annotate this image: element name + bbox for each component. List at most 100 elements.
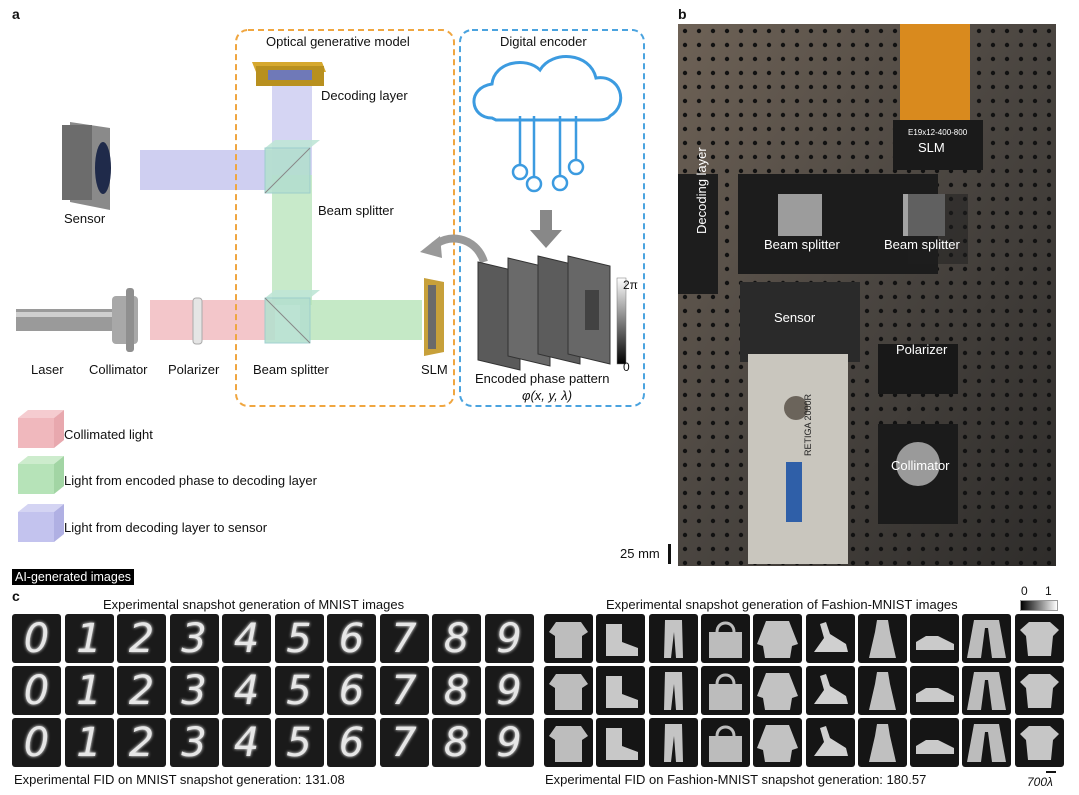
fashion-item-tile bbox=[910, 614, 960, 663]
ai-generated-badge: AI-generated images bbox=[12, 569, 135, 585]
pixel-scale-bar bbox=[1046, 771, 1056, 773]
boot-icon bbox=[606, 676, 639, 708]
mnist-digit-glyph: 4 bbox=[233, 667, 260, 714]
mnist-digit-glyph: 3 bbox=[181, 615, 207, 662]
mnist-digit-tile: 5 bbox=[274, 666, 324, 715]
photo-background bbox=[678, 24, 1056, 566]
mnist-digit-glyph: 5 bbox=[286, 615, 312, 662]
photo-polarizer-label: Polarizer bbox=[896, 342, 948, 357]
mnist-digit-glyph: 7 bbox=[391, 667, 417, 714]
digital-encoder-title: Digital encoder bbox=[500, 34, 587, 49]
sneaker-icon bbox=[916, 636, 955, 650]
legend-encoded-light: Light from encoded phase to decoding lay… bbox=[64, 473, 317, 488]
fashion-item-tile bbox=[648, 666, 698, 715]
trouser-icon bbox=[663, 724, 683, 762]
mnist-digit-glyph: 5 bbox=[286, 719, 312, 766]
phase-scale-min: 0 bbox=[623, 360, 630, 374]
mnist-digit-tile: 2 bbox=[117, 718, 166, 767]
pullover-icon bbox=[757, 621, 799, 658]
coat-icon bbox=[967, 620, 1007, 658]
mnist-digit-glyph: 1 bbox=[76, 667, 102, 714]
mnist-digit-glyph: 1 bbox=[76, 719, 102, 766]
laser-label: Laser bbox=[31, 362, 64, 377]
legend-collimated-light: Collimated light bbox=[64, 427, 153, 442]
photo-scale-bar-label: 25 mm bbox=[620, 546, 660, 561]
fashion-item-tile bbox=[805, 718, 855, 767]
fashion-fid-text: Experimental FID on Fashion-MNIST snapsh… bbox=[545, 772, 927, 787]
fashion-item-tile bbox=[962, 718, 1012, 767]
mnist-digit-tile: 7 bbox=[379, 718, 429, 767]
mnist-digit-glyph: 9 bbox=[496, 615, 522, 662]
bag-icon bbox=[708, 725, 742, 762]
polarizer-label: Polarizer bbox=[168, 362, 220, 377]
fashion-item-tile bbox=[753, 718, 803, 767]
boot-icon bbox=[606, 728, 639, 760]
beam-splitter-top-label: Beam splitter bbox=[318, 203, 394, 218]
mnist-digit-glyph: 6 bbox=[338, 667, 365, 714]
pullover-icon bbox=[757, 725, 799, 762]
photo-sensor-label: Sensor bbox=[774, 310, 816, 325]
intensity-colorbar bbox=[1020, 600, 1058, 611]
panel-label-b: b bbox=[678, 6, 687, 22]
fashion-item-tile bbox=[753, 614, 803, 663]
mnist-digit-glyph: 6 bbox=[338, 615, 365, 662]
boot-icon bbox=[606, 624, 639, 656]
mnist-digit-glyph: 6 bbox=[338, 719, 365, 766]
fashion-item-tile bbox=[596, 614, 646, 663]
coat-icon bbox=[967, 672, 1007, 710]
mnist-digit-tile: 8 bbox=[432, 666, 481, 715]
colorbar-min-label: 0 bbox=[1021, 584, 1028, 598]
mnist-digit-glyph: 8 bbox=[443, 667, 470, 714]
mnist-digit-glyph: 2 bbox=[128, 615, 155, 662]
mnist-digit-tile: 0 bbox=[12, 614, 61, 663]
colorbar-max-label: 1 bbox=[1045, 584, 1052, 598]
fashion-item-tile bbox=[1014, 718, 1064, 767]
fashion-item-tile bbox=[700, 614, 750, 663]
phase-pattern-caption: Encoded phase pattern bbox=[475, 371, 610, 386]
fashion-item-tile bbox=[857, 614, 907, 663]
photo-decoding-layer-label: Decoding layer bbox=[694, 147, 709, 234]
shirt-icon bbox=[549, 674, 588, 710]
fashion-item-tile bbox=[596, 718, 646, 767]
mnist-digit-tile: 5 bbox=[274, 614, 324, 663]
mnist-digit-glyph: 4 bbox=[233, 615, 260, 662]
phase-formula: φ(x, y, λ) bbox=[522, 388, 573, 403]
bag-icon bbox=[708, 673, 742, 710]
sandal-icon bbox=[813, 622, 848, 652]
mnist-digit-glyph: 2 bbox=[128, 667, 155, 714]
mnist-digit-tile: 3 bbox=[169, 614, 219, 663]
mnist-digit-glyph: 0 bbox=[23, 719, 50, 766]
mnist-digit-tile: 9 bbox=[484, 718, 534, 767]
mnist-digit-tile: 1 bbox=[64, 614, 114, 663]
mnist-digit-tile: 0 bbox=[12, 666, 61, 715]
mnist-digit-glyph: 3 bbox=[181, 719, 207, 766]
fashion-item-tile bbox=[753, 666, 803, 715]
mnist-digit-tile: 9 bbox=[484, 666, 534, 715]
fashion-item-tile bbox=[1014, 614, 1064, 663]
mnist-fid-text: Experimental FID on MNIST snapshot gener… bbox=[14, 772, 345, 787]
photo-slm-label: SLM bbox=[918, 140, 945, 155]
tshirt-icon bbox=[1019, 622, 1059, 656]
panel-label-c: c bbox=[12, 588, 20, 604]
mnist-digit-glyph: 8 bbox=[443, 719, 470, 766]
fashion-item-tile bbox=[1014, 666, 1064, 715]
mnist-digit-glyph: 4 bbox=[233, 719, 260, 766]
mnist-digit-tile: 9 bbox=[484, 614, 534, 663]
pixel-scale-label: 700λ bbox=[1027, 775, 1053, 789]
pullover-icon bbox=[757, 673, 799, 710]
mnist-digit-glyph: 9 bbox=[496, 667, 522, 714]
photo-beam-splitter-2-label: Beam splitter bbox=[884, 237, 960, 252]
dress-icon bbox=[868, 724, 896, 762]
mnist-digit-tile: 8 bbox=[432, 718, 481, 767]
photo-beam-splitter-1-label: Beam splitter bbox=[764, 237, 840, 252]
shirt-icon bbox=[549, 622, 588, 658]
fashion-item-tile bbox=[700, 666, 750, 715]
mnist-digit-tile: 6 bbox=[327, 614, 376, 663]
fashion-item-tile bbox=[544, 718, 593, 767]
mnist-digit-tile: 6 bbox=[327, 666, 376, 715]
trouser-icon bbox=[663, 620, 683, 658]
mnist-generation-title: Experimental snapshot generation of MNIS… bbox=[103, 597, 405, 612]
trouser-icon bbox=[663, 672, 683, 710]
optical-generative-model-title: Optical generative model bbox=[266, 34, 410, 49]
slm-label: SLM bbox=[421, 362, 448, 377]
